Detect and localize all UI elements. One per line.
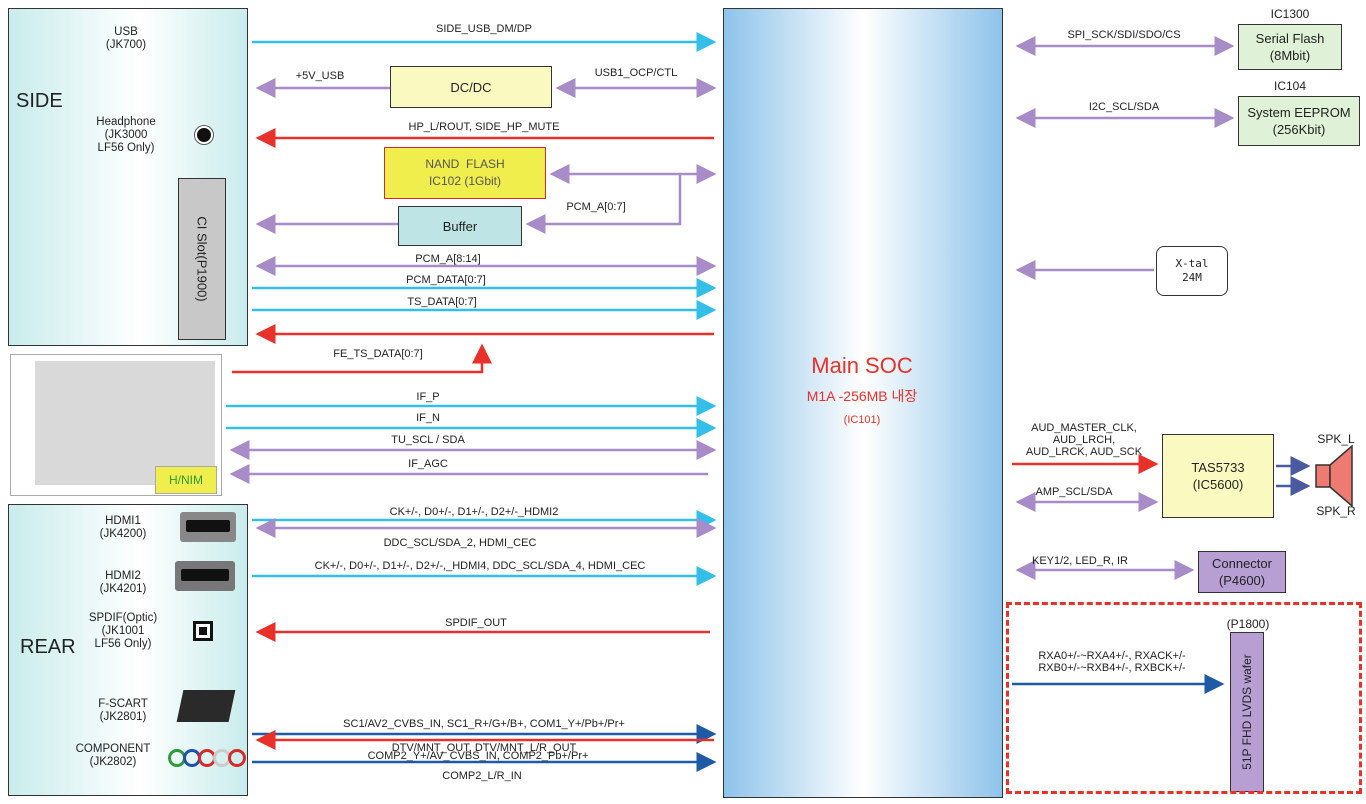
sig-pcm-a814: PCM_A[8:14]: [415, 253, 480, 265]
sig-usb-ocp: USB1_OCP/CTL: [595, 67, 678, 79]
sig-tu-scl: TU_SCL / SDA: [391, 434, 465, 446]
sig-hp: HP_L/ROUT, SIDE_HP_MUTE: [409, 121, 560, 133]
sig-if-n: IF_N: [416, 412, 440, 424]
sig-fe-ts: FE_TS_DATA[0:7]: [333, 348, 422, 360]
sig-pcm-a07: PCM_A[0:7]: [566, 201, 625, 213]
sig-pcm-data: PCM_DATA[0:7]: [406, 274, 486, 286]
sig-if-agc: IF_AGC: [408, 458, 448, 470]
sig-comp-in-visible: COMP2_Y+/AV_CVBS_IN, COMP2_Pb+/Pr+: [368, 750, 589, 762]
sig-ts-data: TS_DATA[0:7]: [407, 296, 476, 308]
speaker-icon: [1316, 446, 1352, 506]
sig-aud: AUD_MASTER_CLK, AUD_LRCH, AUD_LRCK, AUD_…: [1026, 422, 1142, 458]
sig-comp-lr: COMP2_L/R_IN: [442, 770, 521, 782]
sig-key: KEY1/2, LED_R, IR: [1032, 555, 1128, 567]
sig-hdmi4: CK+/-, D0+/-, D1+/-, D2+/-,_HDMI4, DDC_S…: [315, 560, 646, 572]
sig-i2c: I2C_SCL/SDA: [1089, 101, 1159, 113]
sig-side-usb: SIDE_USB_DM/DP: [436, 23, 532, 35]
sig-spi: SPI_SCK/SDI/SDO/CS: [1067, 29, 1180, 41]
sig-spdif-out: SPDIF_OUT: [445, 617, 507, 629]
sig-scart-in: SC1/AV2_CVBS_IN, SC1_R+/G+/B+, COM1_Y+/P…: [343, 718, 625, 730]
sig-ddc2: DDC_SCL/SDA_2, HDMI_CEC: [384, 537, 537, 549]
sig-lvds: RXA0+/-~RXA4+/-, RXACK+/- RXB0+/-~RXB4+/…: [1038, 650, 1185, 674]
sig-amp-scl: AMP_SCL/SDA: [1035, 486, 1112, 498]
sig-if-p: IF_P: [416, 391, 439, 403]
sig-hdmi2: CK+/-, D0+/-, D1+/-, D2+/-_HDMI2: [390, 506, 559, 518]
sig-usb5v: +5V_USB: [296, 70, 345, 82]
